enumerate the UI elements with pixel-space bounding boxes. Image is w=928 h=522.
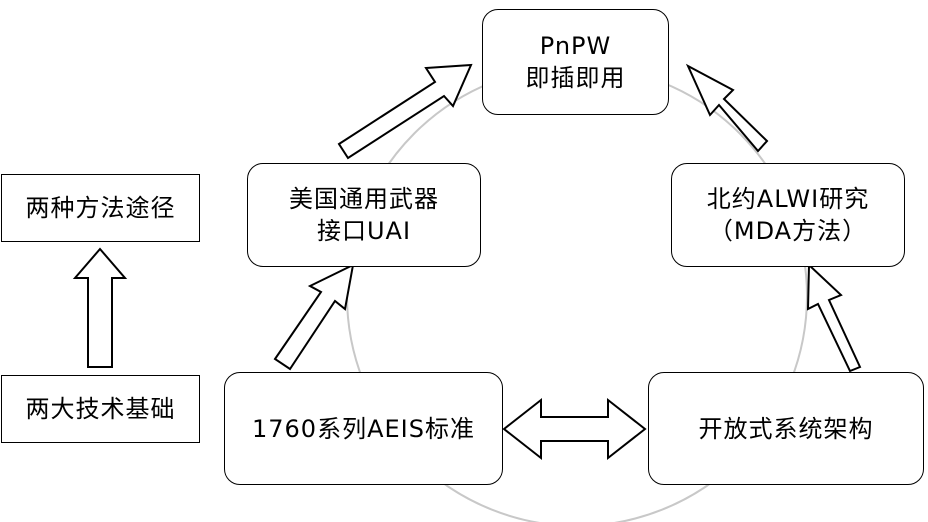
node-alwi-line2: （MDA方法） — [708, 217, 868, 245]
node-aeis: 1760系列AEIS标准 — [224, 372, 503, 485]
node-pnpw-line1: PnPW — [539, 32, 612, 60]
arrow-aeis-to-uai — [273, 263, 355, 371]
double-arrow-aeis-open-arch — [502, 397, 647, 461]
label-two-methods: 两种方法途径 — [1, 174, 200, 242]
node-aeis-label: 1760系列AEIS标准 — [252, 414, 475, 443]
label-two-methods-text: 两种方法途径 — [25, 194, 176, 222]
node-uai-line1: 美国通用武器 — [289, 185, 439, 213]
node-open-architecture: 开放式系统架构 — [648, 372, 924, 485]
arrow-alwi-to-pnpw — [685, 63, 769, 153]
node-pnpw-line2: 即插即用 — [525, 64, 626, 92]
node-alwi-line1: 北约ALWI研究 — [706, 185, 870, 213]
arrow-open-arch-to-alwi — [806, 262, 862, 373]
label-two-foundations-text: 两大技术基础 — [25, 395, 176, 423]
arrow-uai-to-pnpw — [337, 63, 473, 160]
node-open-architecture-label: 开放式系统架构 — [698, 414, 874, 443]
node-alwi: 北约ALWI研究 （MDA方法） — [671, 163, 905, 267]
label-two-foundations: 两大技术基础 — [1, 375, 200, 443]
arrow-foundations-to-methods — [72, 247, 128, 368]
node-uai-line2: 接口UAI — [316, 217, 412, 245]
node-uai: 美国通用武器 接口UAI — [247, 163, 481, 267]
node-pnpw: PnPW 即插即用 — [482, 9, 669, 115]
